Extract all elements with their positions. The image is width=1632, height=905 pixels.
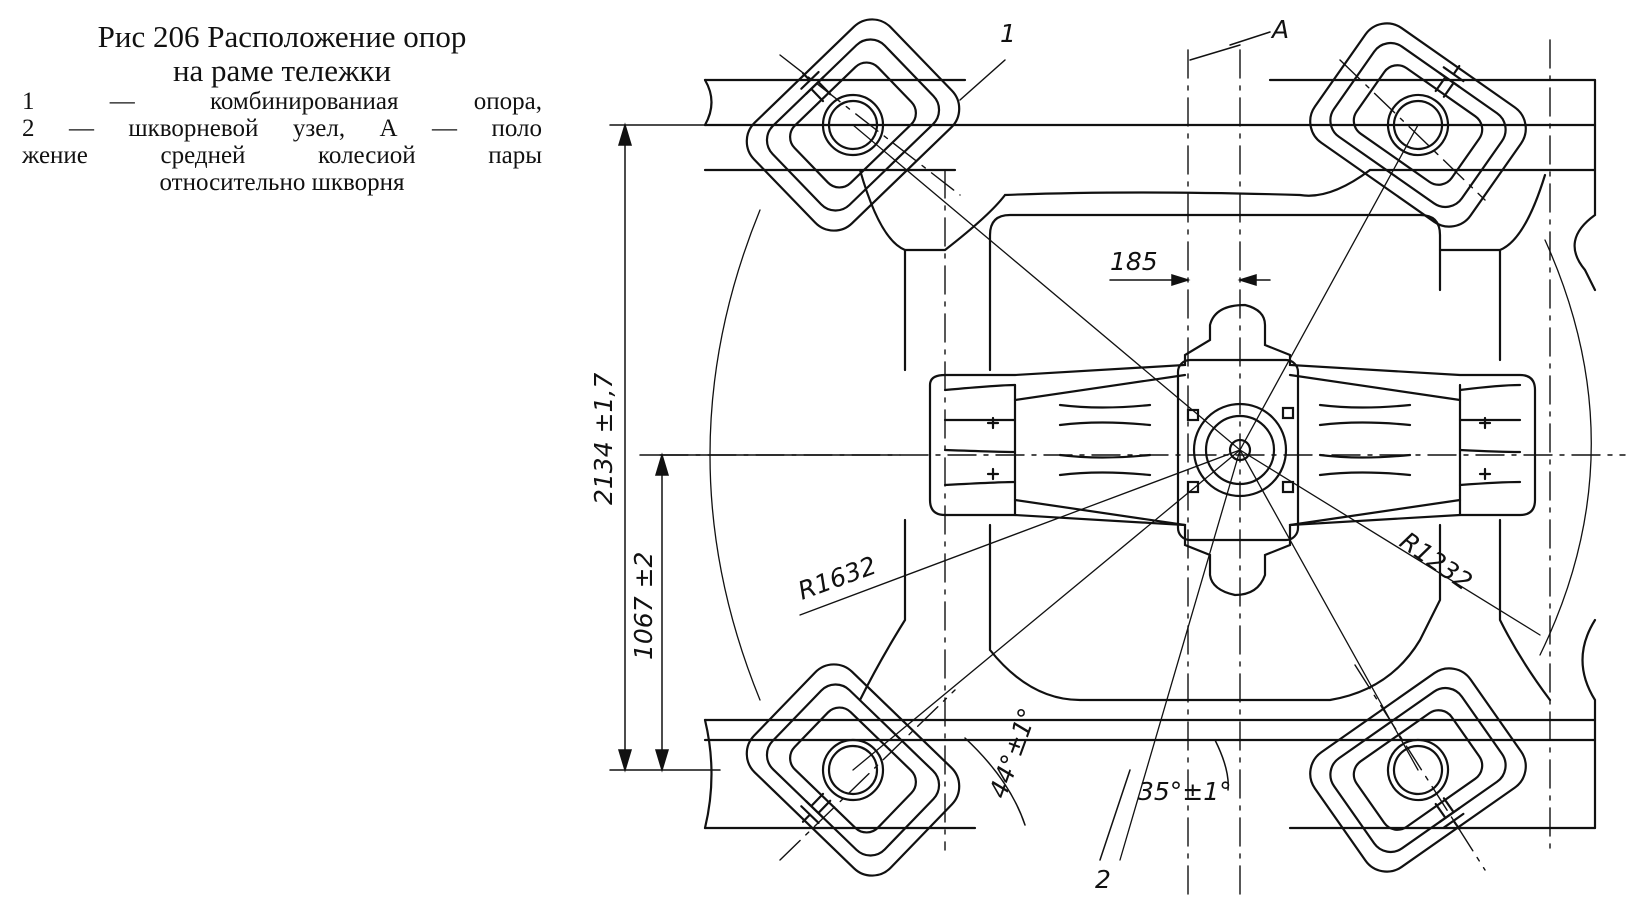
- angle-right-label: 35°±1°: [1138, 777, 1232, 806]
- support-bottom-left: [745, 663, 961, 877]
- dim-half-label: 1067 ±2: [629, 552, 658, 660]
- dim-185-label: 185: [1110, 247, 1158, 276]
- caption-title-line-2: на раме тележки: [172, 53, 392, 88]
- construction-lines: [709, 124, 1592, 861]
- callout-1-label: 1: [1000, 19, 1016, 48]
- dimension-lines: [609, 31, 1271, 861]
- frame-cross-members: [858, 168, 1552, 702]
- figure-caption: Рис 206 Расположение опор на раме тележк…: [22, 19, 542, 197]
- caption-legend-line-1: 1 — комбинированиая опора,: [22, 88, 542, 115]
- support-bottom-right: [1309, 667, 1527, 873]
- caption-title-line-1: Рис 206 Расположение опор: [97, 19, 467, 54]
- center-lines: [659, 39, 1626, 896]
- support-top-right: [1309, 22, 1527, 228]
- radius-small-label: R1232: [1395, 526, 1478, 596]
- caption-legend-line-3: жение средней колесиой пары: [22, 142, 542, 169]
- support-top-left: [745, 18, 961, 232]
- angle-left-label: 44°±1°: [983, 704, 1042, 802]
- caption-legend-line-4: относительно шкворня: [159, 169, 405, 196]
- radius-large-label: R1632: [794, 551, 880, 606]
- dim-height-label: 2134 ±1,7: [589, 373, 618, 505]
- callout-2-label: 2: [1095, 865, 1111, 894]
- caption-legend-line-2: 2 — шкворневой узел, А — поло: [22, 115, 542, 142]
- callout-a-label: А: [1270, 15, 1289, 44]
